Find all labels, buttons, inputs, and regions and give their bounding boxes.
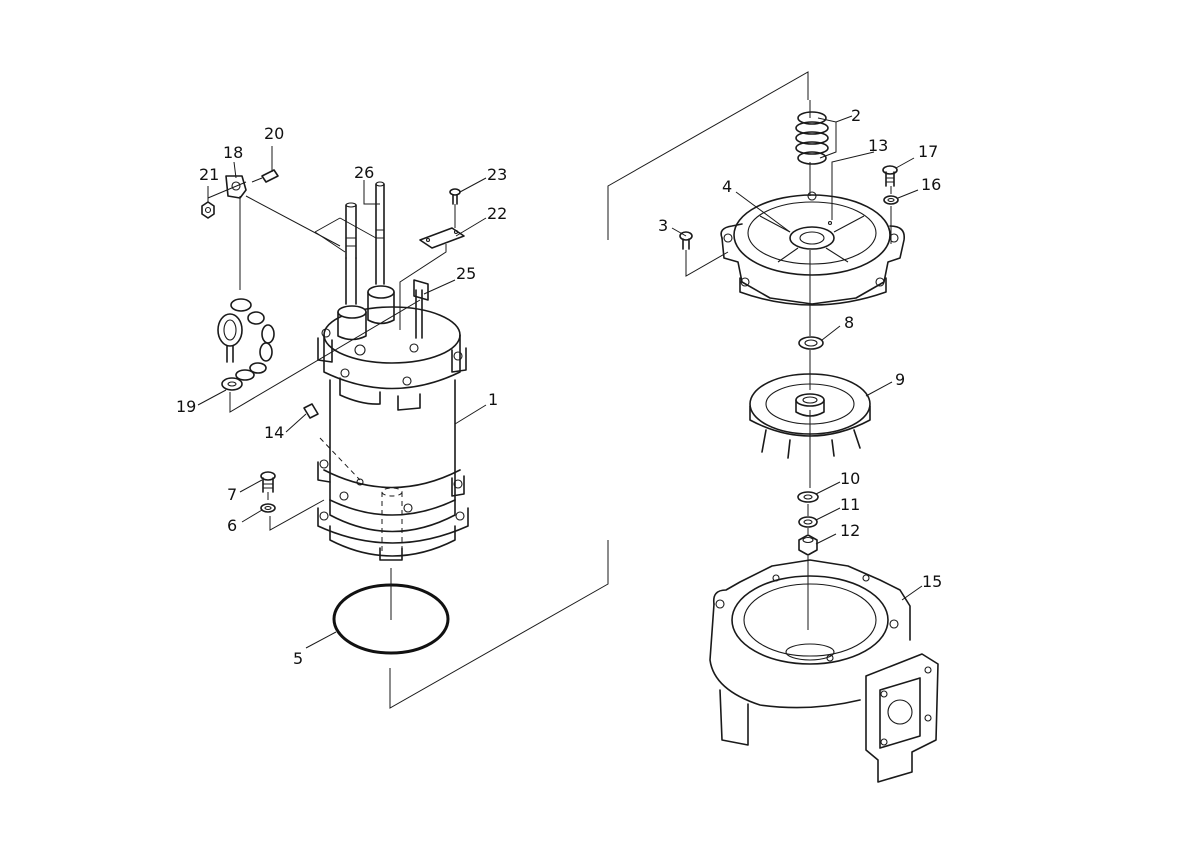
casing-bolt — [882, 165, 898, 187]
callout-14: 14 — [264, 423, 284, 442]
callout-1: 1 — [488, 390, 498, 409]
flange-bolt — [260, 471, 276, 493]
plate-rivet — [449, 188, 461, 205]
mechanical-seal — [795, 111, 829, 165]
callout-5: 5 — [293, 649, 303, 668]
pump-casing — [709, 559, 939, 783]
callout-21: 21 — [199, 165, 219, 184]
callout-23: 23 — [487, 165, 507, 184]
callout-labels: 1 2 3 4 5 6 7 8 9 10 11 12 13 14 15 16 1… — [176, 106, 942, 668]
callout-17: 17 — [918, 142, 938, 161]
callout-9: 9 — [895, 370, 905, 389]
flange-washer — [260, 503, 276, 513]
lifting-chain — [217, 298, 275, 391]
callout-20: 20 — [264, 124, 284, 143]
callout-16: 16 — [921, 175, 941, 194]
cable-clamp — [225, 175, 247, 199]
clamp-screw — [261, 169, 279, 183]
impeller-washer — [797, 491, 819, 503]
callout-15: 15 — [922, 572, 942, 591]
motor-body — [317, 181, 469, 561]
callout-11: 11 — [840, 495, 860, 514]
casing-washer — [883, 195, 899, 205]
seal-ring — [798, 336, 824, 350]
callout-4: 4 — [722, 177, 732, 196]
casing-screw — [679, 231, 693, 250]
intermediate-casing — [720, 191, 906, 306]
callout-12: 12 — [840, 521, 860, 540]
name-plate — [419, 227, 465, 249]
callout-3: 3 — [658, 216, 668, 235]
callout-8: 8 — [844, 313, 854, 332]
leader-lines — [197, 115, 923, 649]
callout-2: 2 — [851, 106, 861, 125]
callout-25: 25 — [456, 264, 476, 283]
callout-10: 10 — [840, 469, 860, 488]
callout-18: 18 — [223, 143, 243, 162]
callout-26: 26 — [354, 163, 374, 182]
callout-6: 6 — [227, 516, 237, 535]
spring-washer — [798, 516, 818, 528]
callout-7: 7 — [227, 485, 237, 504]
callout-19: 19 — [176, 397, 196, 416]
assembly-lines — [207, 71, 892, 709]
callout-13: 13 — [868, 136, 888, 155]
impeller-nut — [798, 534, 818, 556]
clamp-nut — [201, 201, 215, 219]
drain-plug — [303, 403, 319, 419]
callout-22: 22 — [487, 204, 507, 223]
